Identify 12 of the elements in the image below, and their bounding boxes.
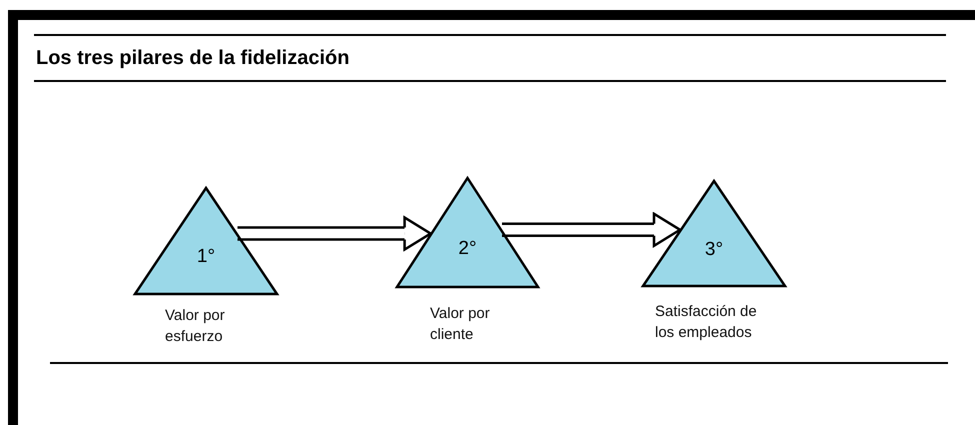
triangle-node: [643, 181, 785, 286]
node-caption: Valor por esfuerzo: [165, 306, 226, 347]
step-number: 2°: [458, 238, 477, 260]
triangle-node: [135, 188, 277, 294]
node-caption: Valor por cliente: [430, 304, 491, 345]
triangle-node: [397, 178, 538, 287]
arrow: [500, 212, 682, 248]
node-caption: Satisfacción de los empleados: [655, 302, 758, 343]
step-number: 1°: [196, 246, 216, 268]
arrow: [236, 216, 432, 251]
step-number: 3°: [704, 238, 724, 261]
title: Los tres pilares de la fidelización: [36, 47, 350, 70]
